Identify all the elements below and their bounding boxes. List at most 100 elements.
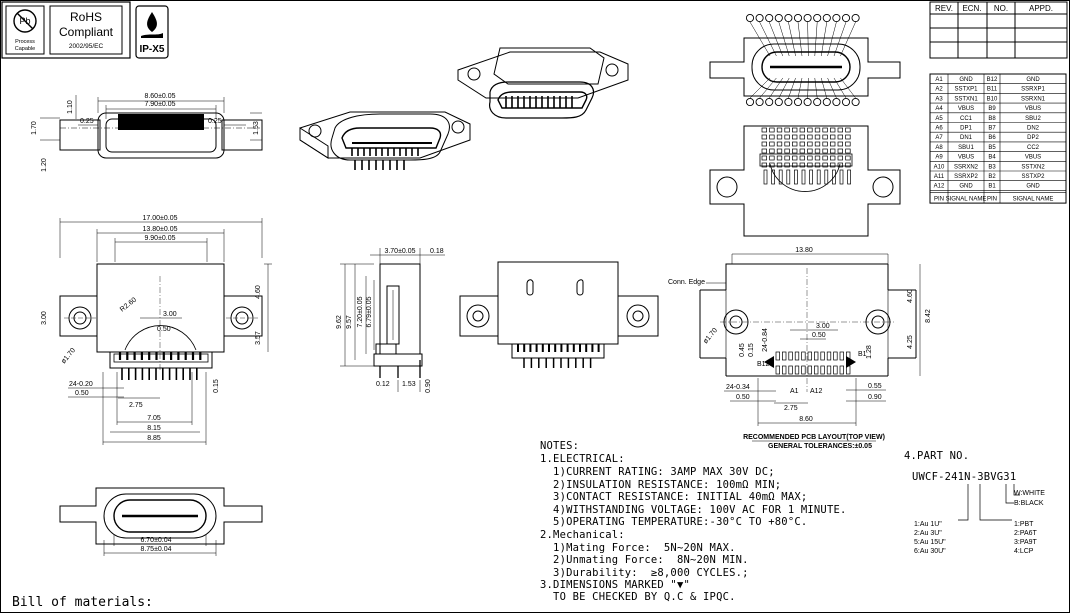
contact-pad [769,141,775,147]
contact-pad [776,148,783,154]
top-dim-inner: 7.90±0.05 [144,101,175,108]
pin-table-cell: A2 [935,87,943,93]
pad-circle [832,13,841,23]
notes-line-10: 3)Durability: ≥8,000 CYCLES.; [540,567,749,579]
front-legs [121,368,198,380]
pin-table-cell: A8 [935,145,943,151]
contact-pad [845,141,851,147]
pad-circle [813,13,822,23]
contact-pad [769,148,775,154]
contact-pad [799,127,805,133]
pin-table-cell: B12 [987,77,998,83]
pad-circle [784,97,793,107]
pad-circle [793,13,803,23]
contact-pad [792,141,798,147]
pcb-dim-300: 3.00 [816,323,830,330]
pcb-pad [775,365,780,375]
appd-header: APPD. [1029,4,1053,13]
contact-leg [824,169,829,185]
pin-table-cell: DP1 [960,126,972,132]
pin-table-cell: SSTXP2 [1021,174,1045,180]
pin-table-cell: VBUS [958,106,974,112]
pin-table-cell: VBUS [958,155,974,161]
side-dim-090: 0.90 [425,379,432,393]
pin-table-cell: A12 [934,184,945,190]
pcb-pad-array [775,351,851,375]
contact-pad [769,155,775,161]
rohs-line2: Compliant [59,25,114,39]
notes-line-1: 1.ELECTRICAL: [540,453,625,465]
pin-table-cell: A1 [935,77,943,83]
pin-table-cell: DN2 [1027,126,1040,132]
pad-circle [774,97,783,107]
contact-pad [807,127,813,133]
pcb-pad [794,365,800,375]
notes-line-12: TO BE CHECKED BY Q.C & IPQC. [540,591,736,603]
contact-pad [792,127,798,133]
pb-line2: Capable [15,46,36,52]
contact-leg [786,169,791,185]
front-dim-width3: 9.90±0.05 [144,235,175,242]
contact-pad [776,127,783,133]
pad-circles-top [745,13,860,23]
side-dim-679: 6.79±0.05 [366,296,373,327]
pcb-pad [775,351,780,361]
contact-pad [799,148,805,154]
pin-table-cell: CC1 [960,116,973,122]
pcb-caption-2: GENERAL TOLERANCES:±0.05 [768,443,872,450]
pad-circle [851,97,860,107]
pin-table-cell: B3 [988,164,996,170]
pin-table-cell: B10 [987,96,998,102]
contact-pad [792,162,798,168]
material-1: 1:PBT [1014,521,1034,528]
pad-circle [765,97,774,107]
plating-3: 5:Au 15U" [914,539,946,546]
front-dim-885: 8.85 [147,435,161,442]
pcb-label-b1: B1 [858,351,867,358]
contact-pad [814,127,821,133]
ip-badge [135,5,169,59]
contact-pad [784,155,790,161]
contact-pad [792,148,798,154]
pin-table-cell: SSTXP1 [954,87,978,93]
pcb-pad [801,365,806,375]
top-dim-outer: 8.60±0.05 [144,93,175,100]
pcb-pad [782,365,787,375]
side-dim-012: 0.12 [376,381,390,388]
pin-table-cell: B8 [988,116,996,122]
pad-circle [822,97,831,107]
pcb-pad [833,351,838,361]
rear-contacts [517,344,600,352]
pcb-pad [788,365,793,375]
contact-pad [814,134,821,140]
contact-pad [776,162,783,168]
contact-pad [776,141,783,147]
front-dim-050b: 0.50 [75,390,89,397]
rohs-line1: RoHS [70,10,102,24]
contact-pad [830,155,836,161]
pin-table-cell: B1 [988,184,996,190]
rohs-directive: 2002/95/EC [69,43,104,50]
pad-circle [803,13,812,23]
pin-table-footer: SIGNAL NAME [1013,196,1054,202]
part-number-block: 4.PART NO. UWCF-241N-3BVG31 W:WHITE B:BL… [904,450,1045,555]
pin-table-cell: SSRXP2 [954,174,978,180]
contact-pad [837,141,843,147]
pad-circle [832,97,841,107]
contact-pad [837,127,843,133]
material-4: 4:LCP [1014,548,1034,555]
pad-circle [745,97,755,107]
pcb-dim-045: 0.45 [739,343,746,357]
contact-pad [837,155,843,161]
side-dim-370: 3.70±0.05 [384,248,415,255]
pcb-dim-050: 0.50 [812,332,826,339]
contact-pad [807,162,813,168]
pb-icon [13,9,37,33]
pcb-dim-090: 0.90 [868,394,882,401]
contact-pad [845,127,851,133]
contact-pad [807,134,813,140]
contact-pad [822,141,828,147]
pin-table-cell: A7 [935,135,943,141]
pcb-pad [807,351,812,361]
